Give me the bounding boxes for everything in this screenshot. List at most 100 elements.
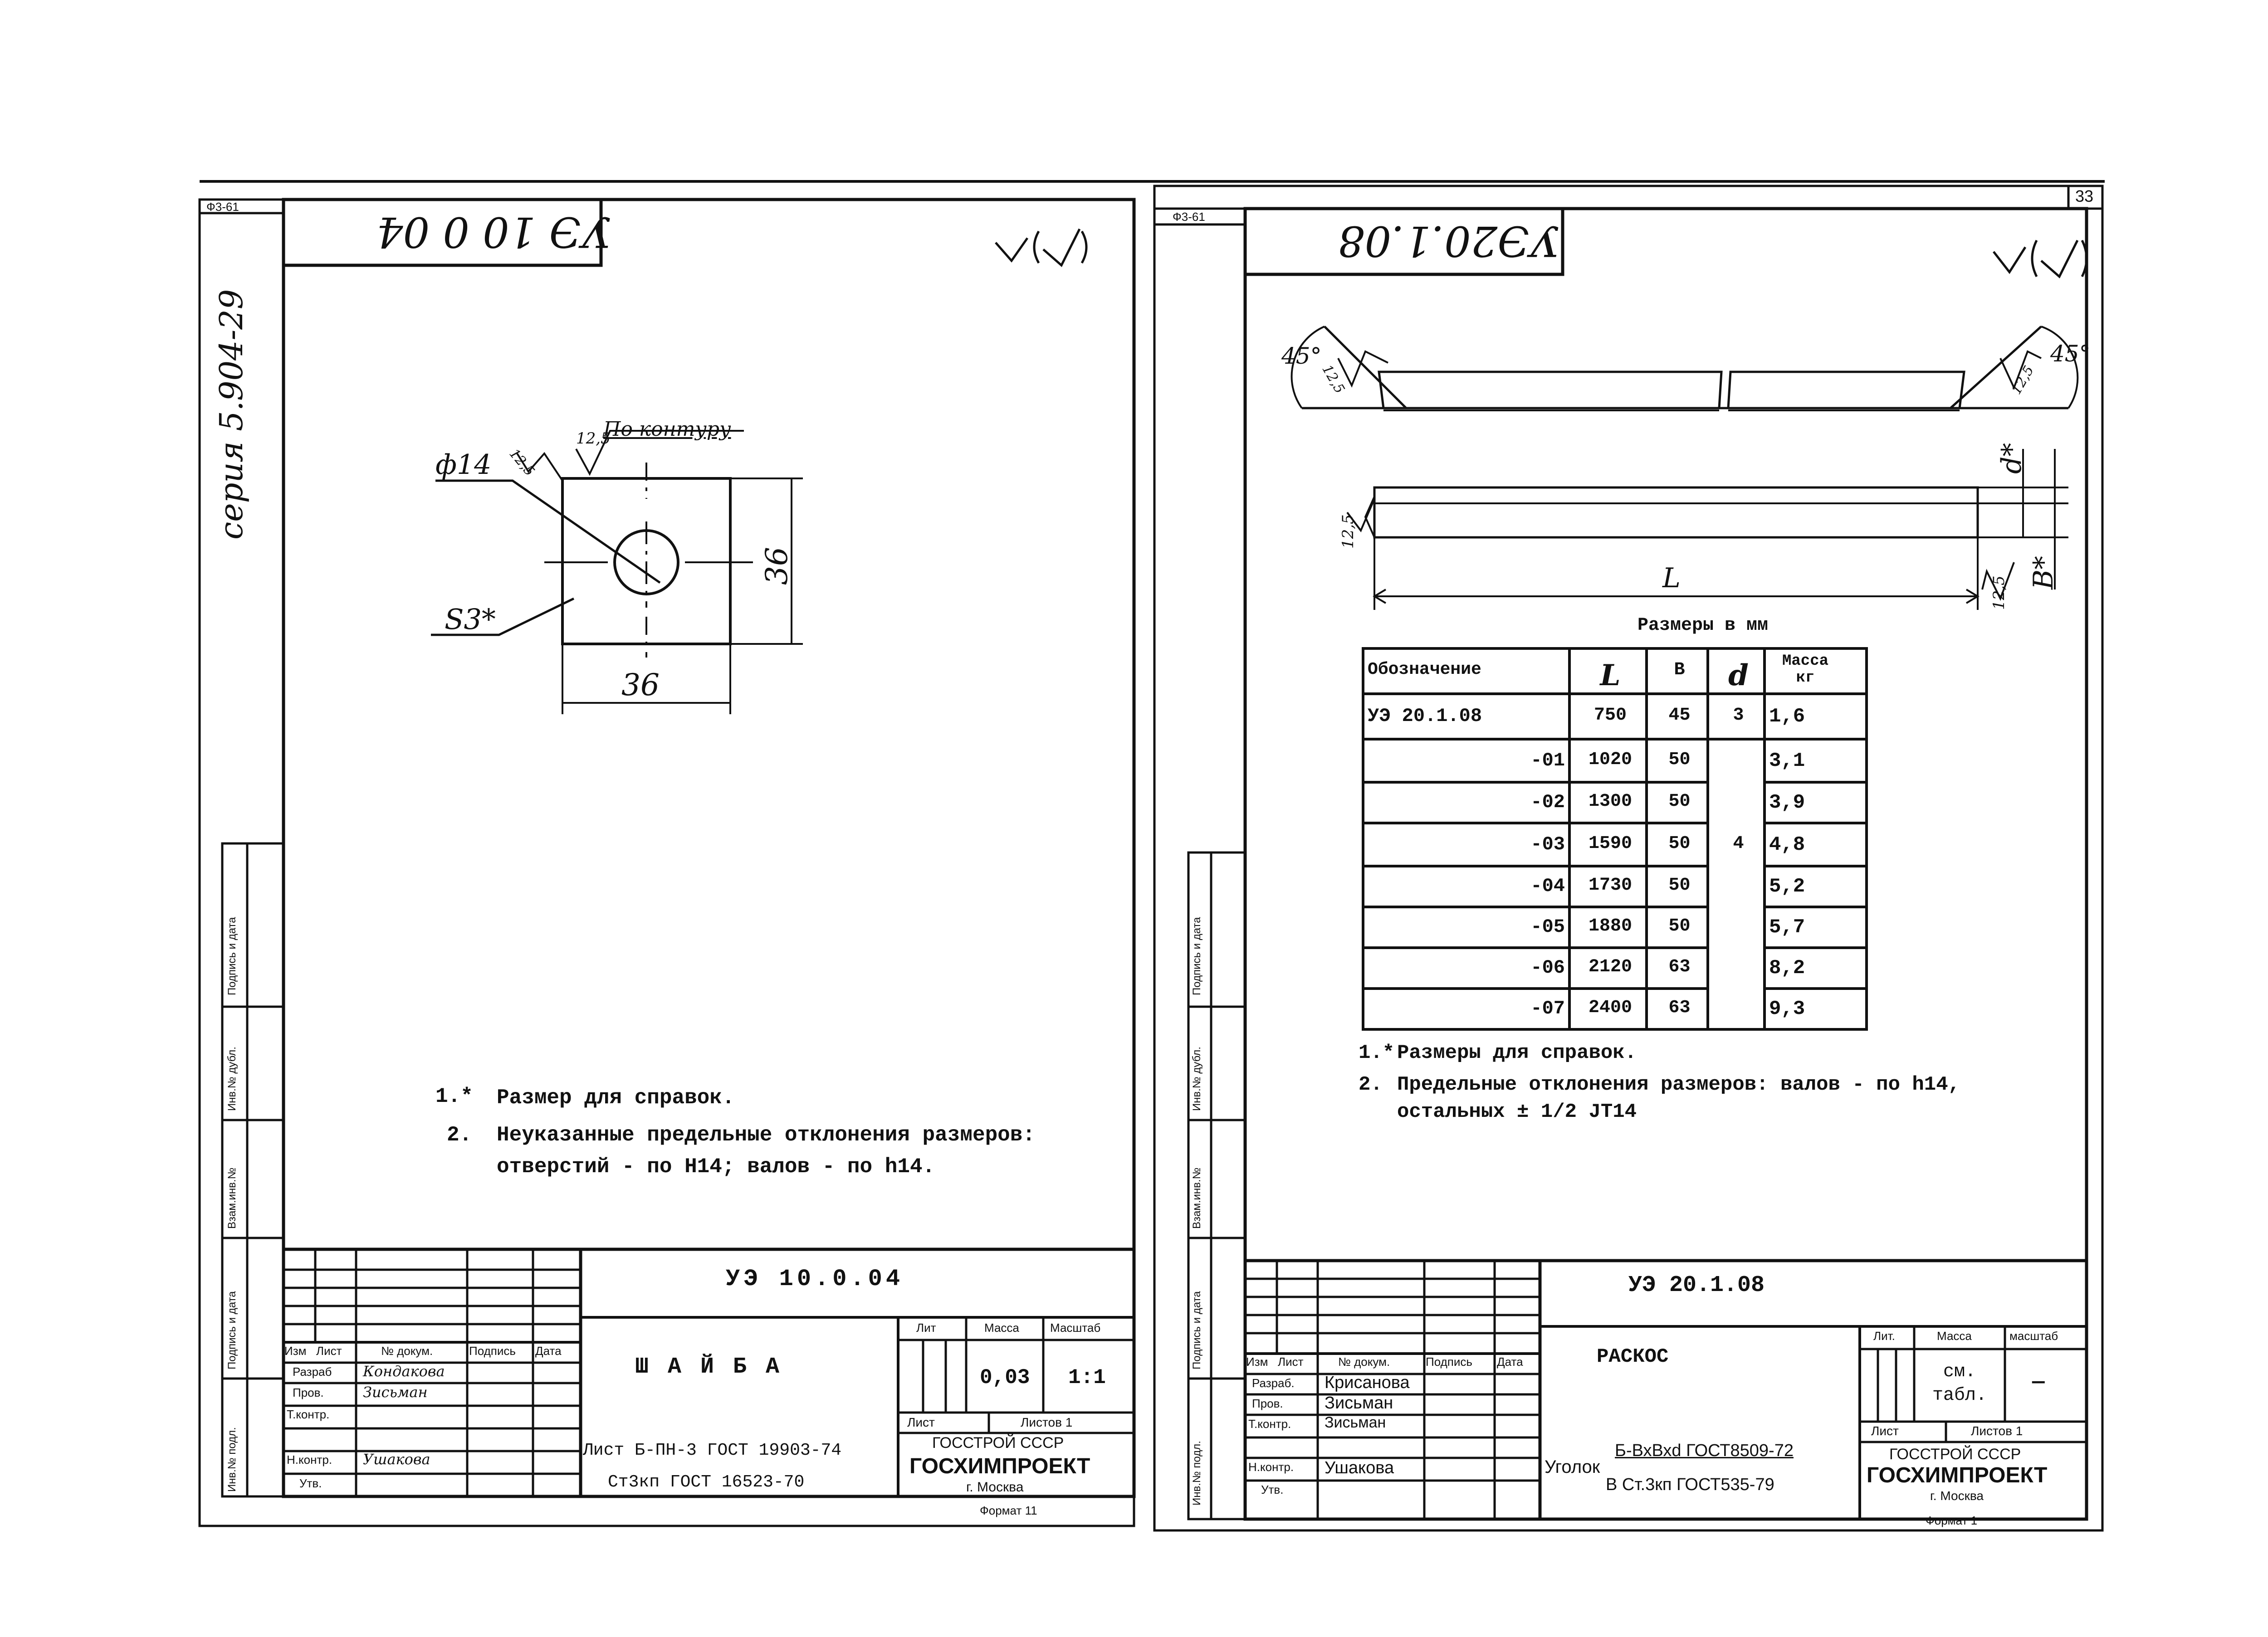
left-note-2-text: Неуказанные предельные отклонения размер… <box>497 1123 1035 1147</box>
washer-drawing <box>431 430 803 714</box>
table-row-length: 1880 <box>1588 916 1632 936</box>
left-col-date: Дата <box>535 1344 562 1358</box>
right-col-sign: Подпись <box>1426 1355 1472 1369</box>
table-row-mass: 5,2 <box>1769 875 1805 898</box>
left-mass-label: Масса <box>984 1321 1019 1335</box>
left-side-stamp-2: Инв.№ дубл. <box>226 1047 238 1111</box>
right-material-prefix: Уголок <box>1545 1457 1600 1477</box>
table-row-mass: 1,6 <box>1769 705 1805 728</box>
right-role-3: Т.контр. <box>1248 1417 1291 1431</box>
right-col-izm: Изм <box>1246 1355 1268 1369</box>
right-org-2: ГОСХИМПРОЕКТ <box>1867 1463 2048 1487</box>
units-caption: Размеры в мм <box>1637 615 1769 636</box>
spec-table-grid <box>1362 647 1868 1031</box>
table-row-b: 63 <box>1668 957 1691 977</box>
left-role-5: Н.контр. <box>287 1453 332 1466</box>
right-scale-label: масштаб <box>2009 1329 2058 1343</box>
left-code-mark: Ф3-61 <box>206 200 239 214</box>
roughness-end-label: 12,5 <box>1990 575 2008 610</box>
washer-thickness: S3* <box>445 603 496 636</box>
right-org-1: ГОССТРОЙ СССР <box>1889 1446 2021 1463</box>
right-col-date: Дата <box>1497 1355 1523 1369</box>
angle-bar-top-view <box>1290 326 2079 411</box>
table-header-b: B <box>1674 660 1685 680</box>
right-signer-2: Зисьман <box>1325 1393 1393 1413</box>
left-side-stamp-3: Взам.инв.№ <box>226 1167 238 1229</box>
table-row-mass: 5,7 <box>1769 916 1805 939</box>
width-dim-label: B* <box>2028 555 2059 590</box>
roughness-check-right <box>1993 239 2088 279</box>
right-side-stamp-3: Взам.инв.№ <box>1191 1167 1203 1229</box>
right-note-3-text: остальных ± 1/2 JT14 <box>1397 1101 1637 1123</box>
right-col-list: Лист <box>1278 1355 1304 1369</box>
right-designation: УЭ 20.1.08 <box>1628 1272 1765 1298</box>
left-scale-label: Масштаб <box>1050 1321 1101 1335</box>
table-row-b: 50 <box>1668 791 1691 812</box>
table-row-mass: 3,1 <box>1769 749 1805 772</box>
table-row-b: 50 <box>1668 875 1691 896</box>
right-side-stamp <box>1187 851 1246 1520</box>
left-signer-5: Ушакова <box>363 1451 430 1468</box>
table-row-mass: 9,3 <box>1769 998 1805 1020</box>
right-sheet-outer-border <box>1153 185 2104 1532</box>
table-row-length: 2400 <box>1588 998 1632 1018</box>
length-dim-label: L <box>1662 562 1681 594</box>
left-note-1-text: Размер для справок. <box>497 1086 735 1110</box>
table-row-designation: УЭ 20.1.08 <box>1368 705 1482 727</box>
right-format: Формат 1 <box>1926 1514 1978 1527</box>
right-stamp-box <box>1243 207 1564 276</box>
left-sheet-frame <box>282 198 1136 1498</box>
table-row-designation: -03 <box>1530 833 1565 855</box>
left-role-3: Т.контр. <box>287 1408 330 1421</box>
right-note-1-text: Размеры для справок. <box>1397 1042 1637 1064</box>
roughness-check-left <box>995 228 1088 268</box>
left-side-stamp-1: Подпись и дата <box>226 917 238 995</box>
right-material-2: В Ст.3кп ГОСТ535-79 <box>1606 1475 1774 1494</box>
table-row-designation: -06 <box>1530 957 1565 979</box>
right-sheets-label: Листов 1 <box>1971 1424 2023 1438</box>
right-mass-value: см. табл. <box>1932 1362 1987 1406</box>
right-side-stamp-2: Инв.№ дубл. <box>1191 1047 1203 1111</box>
right-side-stamp-5: Инв.№ подл. <box>1191 1441 1203 1505</box>
right-scale-value: — <box>2032 1370 2045 1394</box>
right-signer-1: Крисанова <box>1325 1373 1410 1392</box>
right-signer-5: Ушакова <box>1325 1458 1394 1477</box>
table-row-designation: -05 <box>1530 916 1565 938</box>
table-row-designation: -07 <box>1530 998 1565 1019</box>
table-row-b: 63 <box>1668 998 1691 1018</box>
table-row-b: 50 <box>1668 749 1691 770</box>
right-role-2: Пров. <box>1252 1397 1283 1410</box>
left-title-block-lines <box>284 1247 1134 1496</box>
washer-contour-label: По контуру <box>603 418 731 441</box>
table-row-mass: 8,2 <box>1769 957 1805 979</box>
table-row-designation: -04 <box>1530 875 1565 897</box>
table-header-mass: Масса кг <box>1782 653 1829 687</box>
right-page-number: 33 <box>2075 187 2094 205</box>
right-part-name: РАСКОС <box>1597 1345 1669 1368</box>
left-note-2-num: 2. <box>447 1123 472 1147</box>
right-code-mark: Ф3-61 <box>1173 210 1205 224</box>
table-row-designation: -02 <box>1530 791 1565 813</box>
left-part-name: Ш А Й Б А <box>635 1354 782 1380</box>
left-side-stamp <box>221 842 285 1498</box>
right-title-block-lines <box>1245 1259 2087 1519</box>
left-role-6: Утв. <box>299 1476 322 1490</box>
right-note-1-num: 1.* <box>1359 1042 1395 1064</box>
right-org-3: г. Москва <box>1930 1489 1984 1503</box>
table-header-d: d <box>1728 658 1749 692</box>
left-designation: УЭ 10.0.04 <box>726 1266 904 1292</box>
table-row-length: 750 <box>1593 705 1627 726</box>
table-row-b: 50 <box>1668 916 1691 936</box>
right-role-1: Разраб. <box>1252 1376 1295 1390</box>
right-signer-3: Зисьман <box>1325 1414 1386 1431</box>
washer-hole-diameter: ф14 <box>435 449 492 481</box>
angle-bar-side-view <box>1346 449 2068 610</box>
left-col-list: Лист <box>316 1344 342 1358</box>
left-series-label: серия 5.904-29 <box>213 289 250 540</box>
roughness-front-label: 12,5 <box>1339 514 1357 549</box>
table-row-length: 1020 <box>1588 749 1632 770</box>
left-scale-value: 1:1 <box>1068 1366 1106 1389</box>
angle-left-label: 45° <box>1281 343 1322 369</box>
